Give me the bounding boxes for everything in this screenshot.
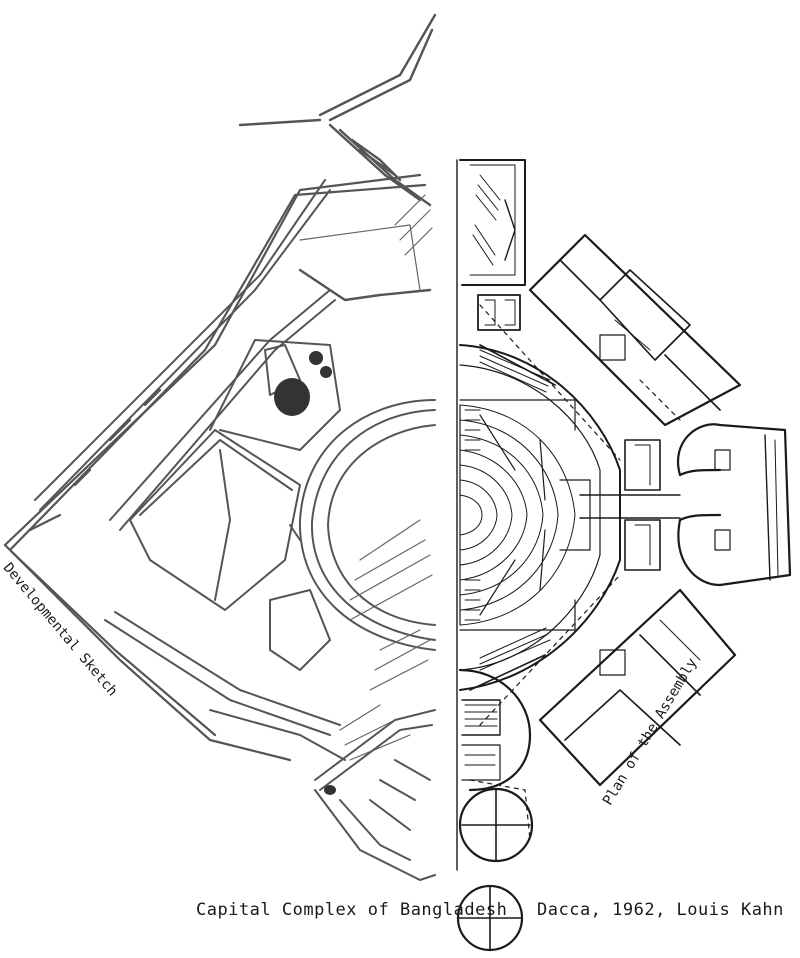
right-domes <box>677 423 792 587</box>
sketch-circle <box>298 399 436 651</box>
sketch-inner-bars <box>34 179 346 761</box>
top-stair-block <box>459 159 526 286</box>
sketch-hatching <box>299 194 433 761</box>
lower-office-block <box>538 588 737 787</box>
stair-ramps <box>464 349 551 671</box>
lower-entry <box>458 668 532 792</box>
sketch-outer-hull <box>3 173 427 762</box>
top-small-rooms <box>477 294 521 331</box>
caption-credit: Dacca, 1962, Louis Kahn <box>537 900 784 920</box>
assembly-plan <box>456 159 792 952</box>
bottom-towers <box>456 787 534 952</box>
sketch-core <box>129 339 341 671</box>
corridor-rooms <box>579 439 681 571</box>
dashed-lines <box>469 304 681 841</box>
caption-title: Capital Complex of Bangladesh <box>196 900 508 920</box>
octagonal-chamber <box>459 344 621 691</box>
upper-office-block <box>528 233 742 427</box>
sketch-top-strokes <box>238 13 437 302</box>
developmental-sketch <box>3 13 437 881</box>
sketch-dots <box>274 351 336 795</box>
seating-rings <box>459 404 591 626</box>
sketch-bottom-box <box>314 709 436 881</box>
